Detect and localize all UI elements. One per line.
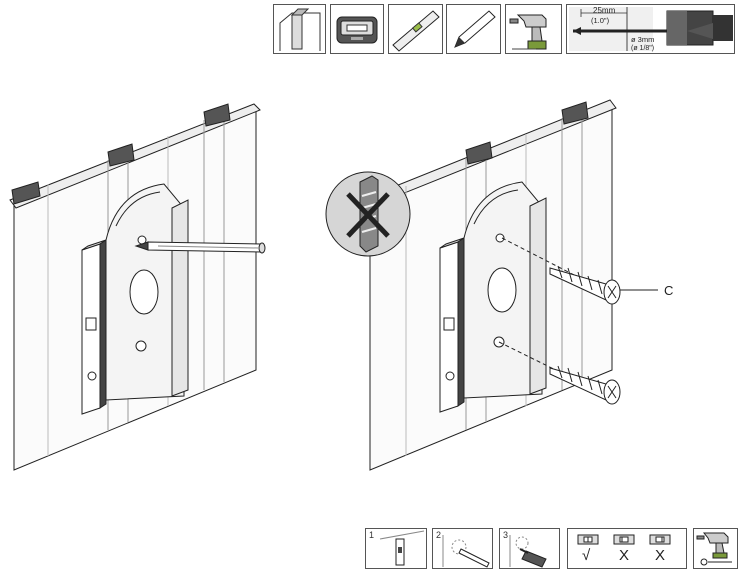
screw-lower xyxy=(549,365,621,405)
drill-and-screw-icon xyxy=(696,532,732,566)
spirit-level-on-wall xyxy=(439,237,465,413)
pencil-marking xyxy=(134,241,266,254)
stud-finder-icon xyxy=(336,16,378,44)
drill-depth-mm: 25mm xyxy=(593,6,616,15)
final-step xyxy=(693,528,738,569)
drill-dia-in: (ø 1/8") xyxy=(631,45,654,52)
wall-bracket xyxy=(463,181,547,399)
level-check-mark: X xyxy=(619,547,630,564)
wall-stud-icon xyxy=(279,8,321,51)
drill-dia-mm: ø 3mm xyxy=(631,35,654,44)
level-check: √ X X xyxy=(567,528,687,569)
level-check-mark: √ xyxy=(582,547,591,564)
level-check-mark: X xyxy=(655,547,666,564)
step-2: 2 xyxy=(432,528,493,569)
drill-bit-depth-icon: 25mm (1.0") ø 3mm (ø 1/8") xyxy=(569,6,733,52)
screw-upper xyxy=(549,265,621,305)
tool-drill-bit-spec: 25mm (1.0") ø 3mm (ø 1/8") xyxy=(566,4,735,54)
spirit-level-on-wall xyxy=(81,239,107,415)
prohibited-x-icon xyxy=(346,192,390,238)
no-wall-anchor-callout xyxy=(325,171,411,257)
step-number: 2 xyxy=(436,530,442,540)
drill-depth-in: (1.0") xyxy=(591,16,610,25)
level-wrong-icon xyxy=(649,534,671,545)
screw-callout-label: C xyxy=(664,283,673,298)
step-1: 1 xyxy=(365,528,427,569)
drill-hole-icon xyxy=(509,535,547,568)
step-number: 3 xyxy=(503,530,509,540)
tool-stud xyxy=(273,4,326,54)
level-correct-icon xyxy=(577,534,599,545)
wall-bracket xyxy=(105,183,189,401)
spirit-level-icon xyxy=(392,10,440,52)
level-check-icons xyxy=(577,534,671,545)
step-number: 1 xyxy=(369,530,375,540)
marking-illustration xyxy=(9,103,266,471)
level-wrong-icon xyxy=(613,534,635,545)
tool-drill xyxy=(505,4,562,54)
screwing-illustration: C xyxy=(325,99,673,471)
pencil-mark-icon xyxy=(442,535,490,568)
pencil-icon xyxy=(454,10,496,48)
tool-stud-finder xyxy=(330,4,384,54)
tool-pencil xyxy=(446,4,501,54)
power-drill-icon xyxy=(509,14,547,50)
step-3: 3 xyxy=(499,528,560,569)
level-on-wall-icon xyxy=(379,530,425,566)
tool-level xyxy=(388,4,443,54)
